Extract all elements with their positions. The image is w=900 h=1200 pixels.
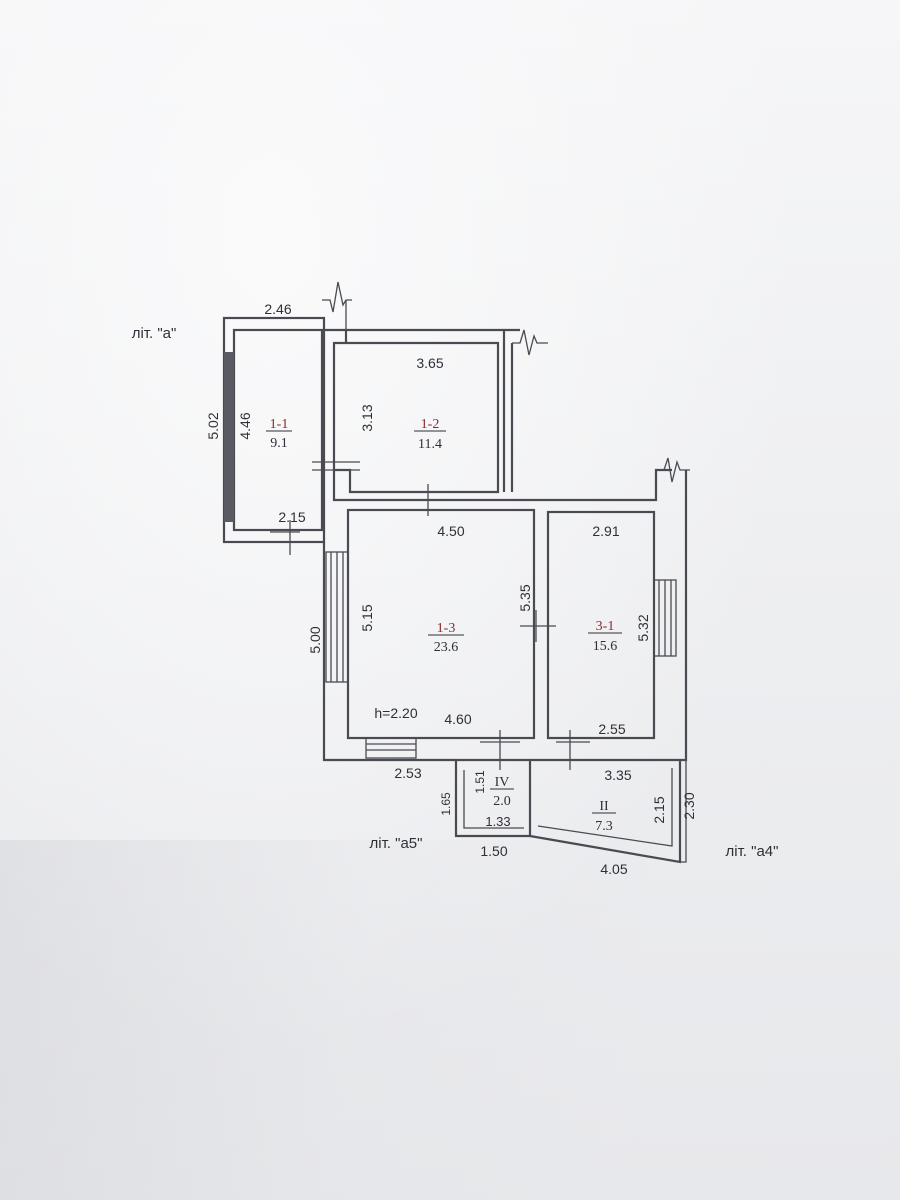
paper-shadow — [0, 840, 900, 1200]
dimension-label: 1.51 — [473, 770, 487, 794]
literal-label-a: літ. "а" — [132, 325, 177, 342]
room-label-3-1: 3-1 15.6 — [588, 619, 622, 654]
dimension-label: 2.91 — [592, 523, 619, 539]
literal-label-a4: літ. "а4" — [726, 843, 779, 860]
room-id: 1-3 — [437, 621, 456, 636]
room-id: II — [599, 799, 609, 814]
dimension-label: 3.13 — [359, 404, 375, 431]
break-mark-top-right — [512, 329, 548, 356]
dimension-label: 2.15 — [278, 509, 305, 525]
room-label-1-2: 1-2 11.4 — [414, 417, 446, 452]
walls-room-1-1 — [222, 316, 326, 544]
room-label-iv: IV 2.0 — [490, 775, 514, 809]
room-area: 7.3 — [595, 819, 613, 834]
dimension-label: 3.35 — [604, 767, 631, 783]
room-area: 9.1 — [270, 436, 288, 451]
dimension-label: 1.65 — [439, 792, 453, 816]
dimension-label: 4.60 — [444, 711, 471, 727]
literal-label-a5: літ. "а5" — [370, 835, 423, 852]
window-room-1-1 — [224, 352, 234, 522]
dimension-label: 1.50 — [480, 843, 507, 859]
entrance-steps — [365, 737, 417, 759]
dimension-label: 4.50 — [437, 523, 464, 539]
dimension-label: 5.00 — [307, 626, 323, 653]
dimension-label: 1.33 — [485, 814, 510, 829]
break-mark-top-left — [322, 281, 352, 330]
room-area: 2.0 — [493, 794, 511, 809]
room-area: 15.6 — [593, 639, 618, 654]
dimension-label: 4.46 — [237, 412, 253, 439]
room-id: IV — [495, 775, 510, 790]
dimension-label: 5.35 — [517, 584, 533, 611]
dimension-label: 2.55 — [598, 721, 625, 737]
room-label-1-3: 1-3 23.6 — [428, 621, 464, 655]
ceiling-height-label: h=2.20 — [374, 705, 417, 721]
room-id: 3-1 — [596, 619, 615, 634]
dimension-label: 5.15 — [359, 604, 375, 631]
room-id: 1-1 — [270, 417, 289, 432]
dimension-label: 2.53 — [394, 765, 421, 781]
door-marks — [270, 461, 590, 770]
dimension-label: 2.46 — [264, 301, 291, 317]
dimension-label: 4.05 — [600, 861, 627, 877]
room-label-1-1: 1-1 9.1 — [266, 417, 292, 451]
dimension-label: 5.32 — [635, 614, 651, 641]
room-area: 23.6 — [434, 640, 459, 655]
walls-extension-a5 — [454, 760, 532, 838]
break-mark-right — [656, 457, 690, 483]
room-label-ii: II 7.3 — [592, 799, 616, 834]
dimension-label: 2.30 — [681, 792, 697, 819]
walls-extension-a4 — [529, 760, 687, 864]
room-area: 11.4 — [418, 437, 442, 452]
room-id: 1-2 — [421, 417, 440, 432]
dimension-label: 2.15 — [651, 796, 667, 823]
dimension-label: 5.02 — [205, 412, 221, 439]
dimension-label: 3.65 — [416, 355, 443, 371]
